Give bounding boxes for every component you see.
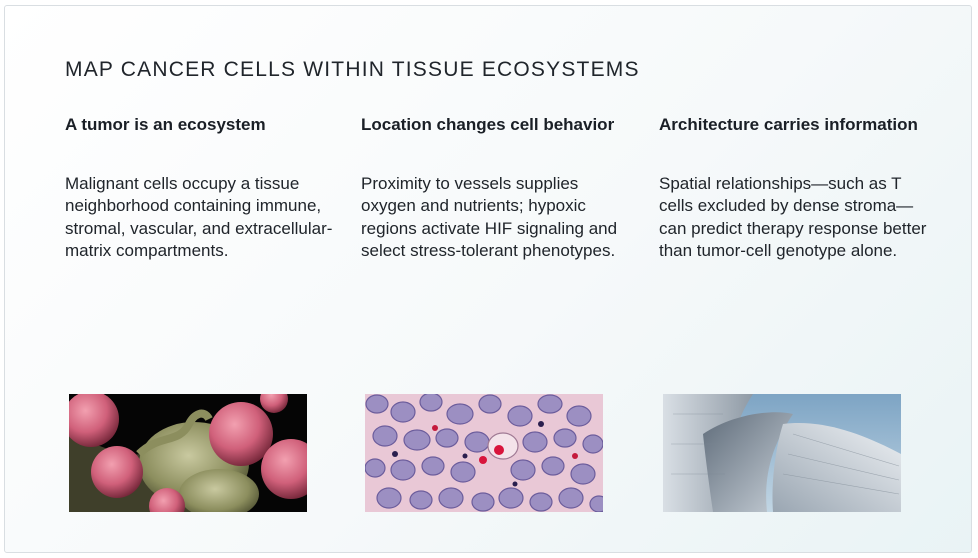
column-body: Proximity to vessels supplies oxygen and… (361, 174, 618, 260)
column-location-behavior: Location changes cell behavior Proximity… (361, 114, 633, 262)
slide-title: MAP CANCER CELLS WITHIN TISSUE ECOSYSTEM… (65, 58, 640, 81)
column-tumor-ecosystem: A tumor is an ecosystem Malignant cells … (65, 114, 337, 262)
column-heading: Location changes cell behavior (361, 115, 615, 134)
architecture-building-image (663, 394, 901, 512)
slide: MAP CANCER CELLS WITHIN TISSUE ECOSYSTEM… (4, 5, 972, 553)
histology-tissue-image (365, 394, 603, 512)
column-architecture-information: Architecture carries information Spatial… (659, 114, 931, 262)
column-heading: Architecture carries information (659, 115, 918, 134)
column-body: Malignant cells occupy a tissue neighbor… (65, 174, 333, 260)
cancer-cell-micrograph-image (69, 394, 307, 512)
column-heading: A tumor is an ecosystem (65, 115, 266, 134)
column-body: Spatial relationships—such as T cells ex… (659, 174, 927, 260)
